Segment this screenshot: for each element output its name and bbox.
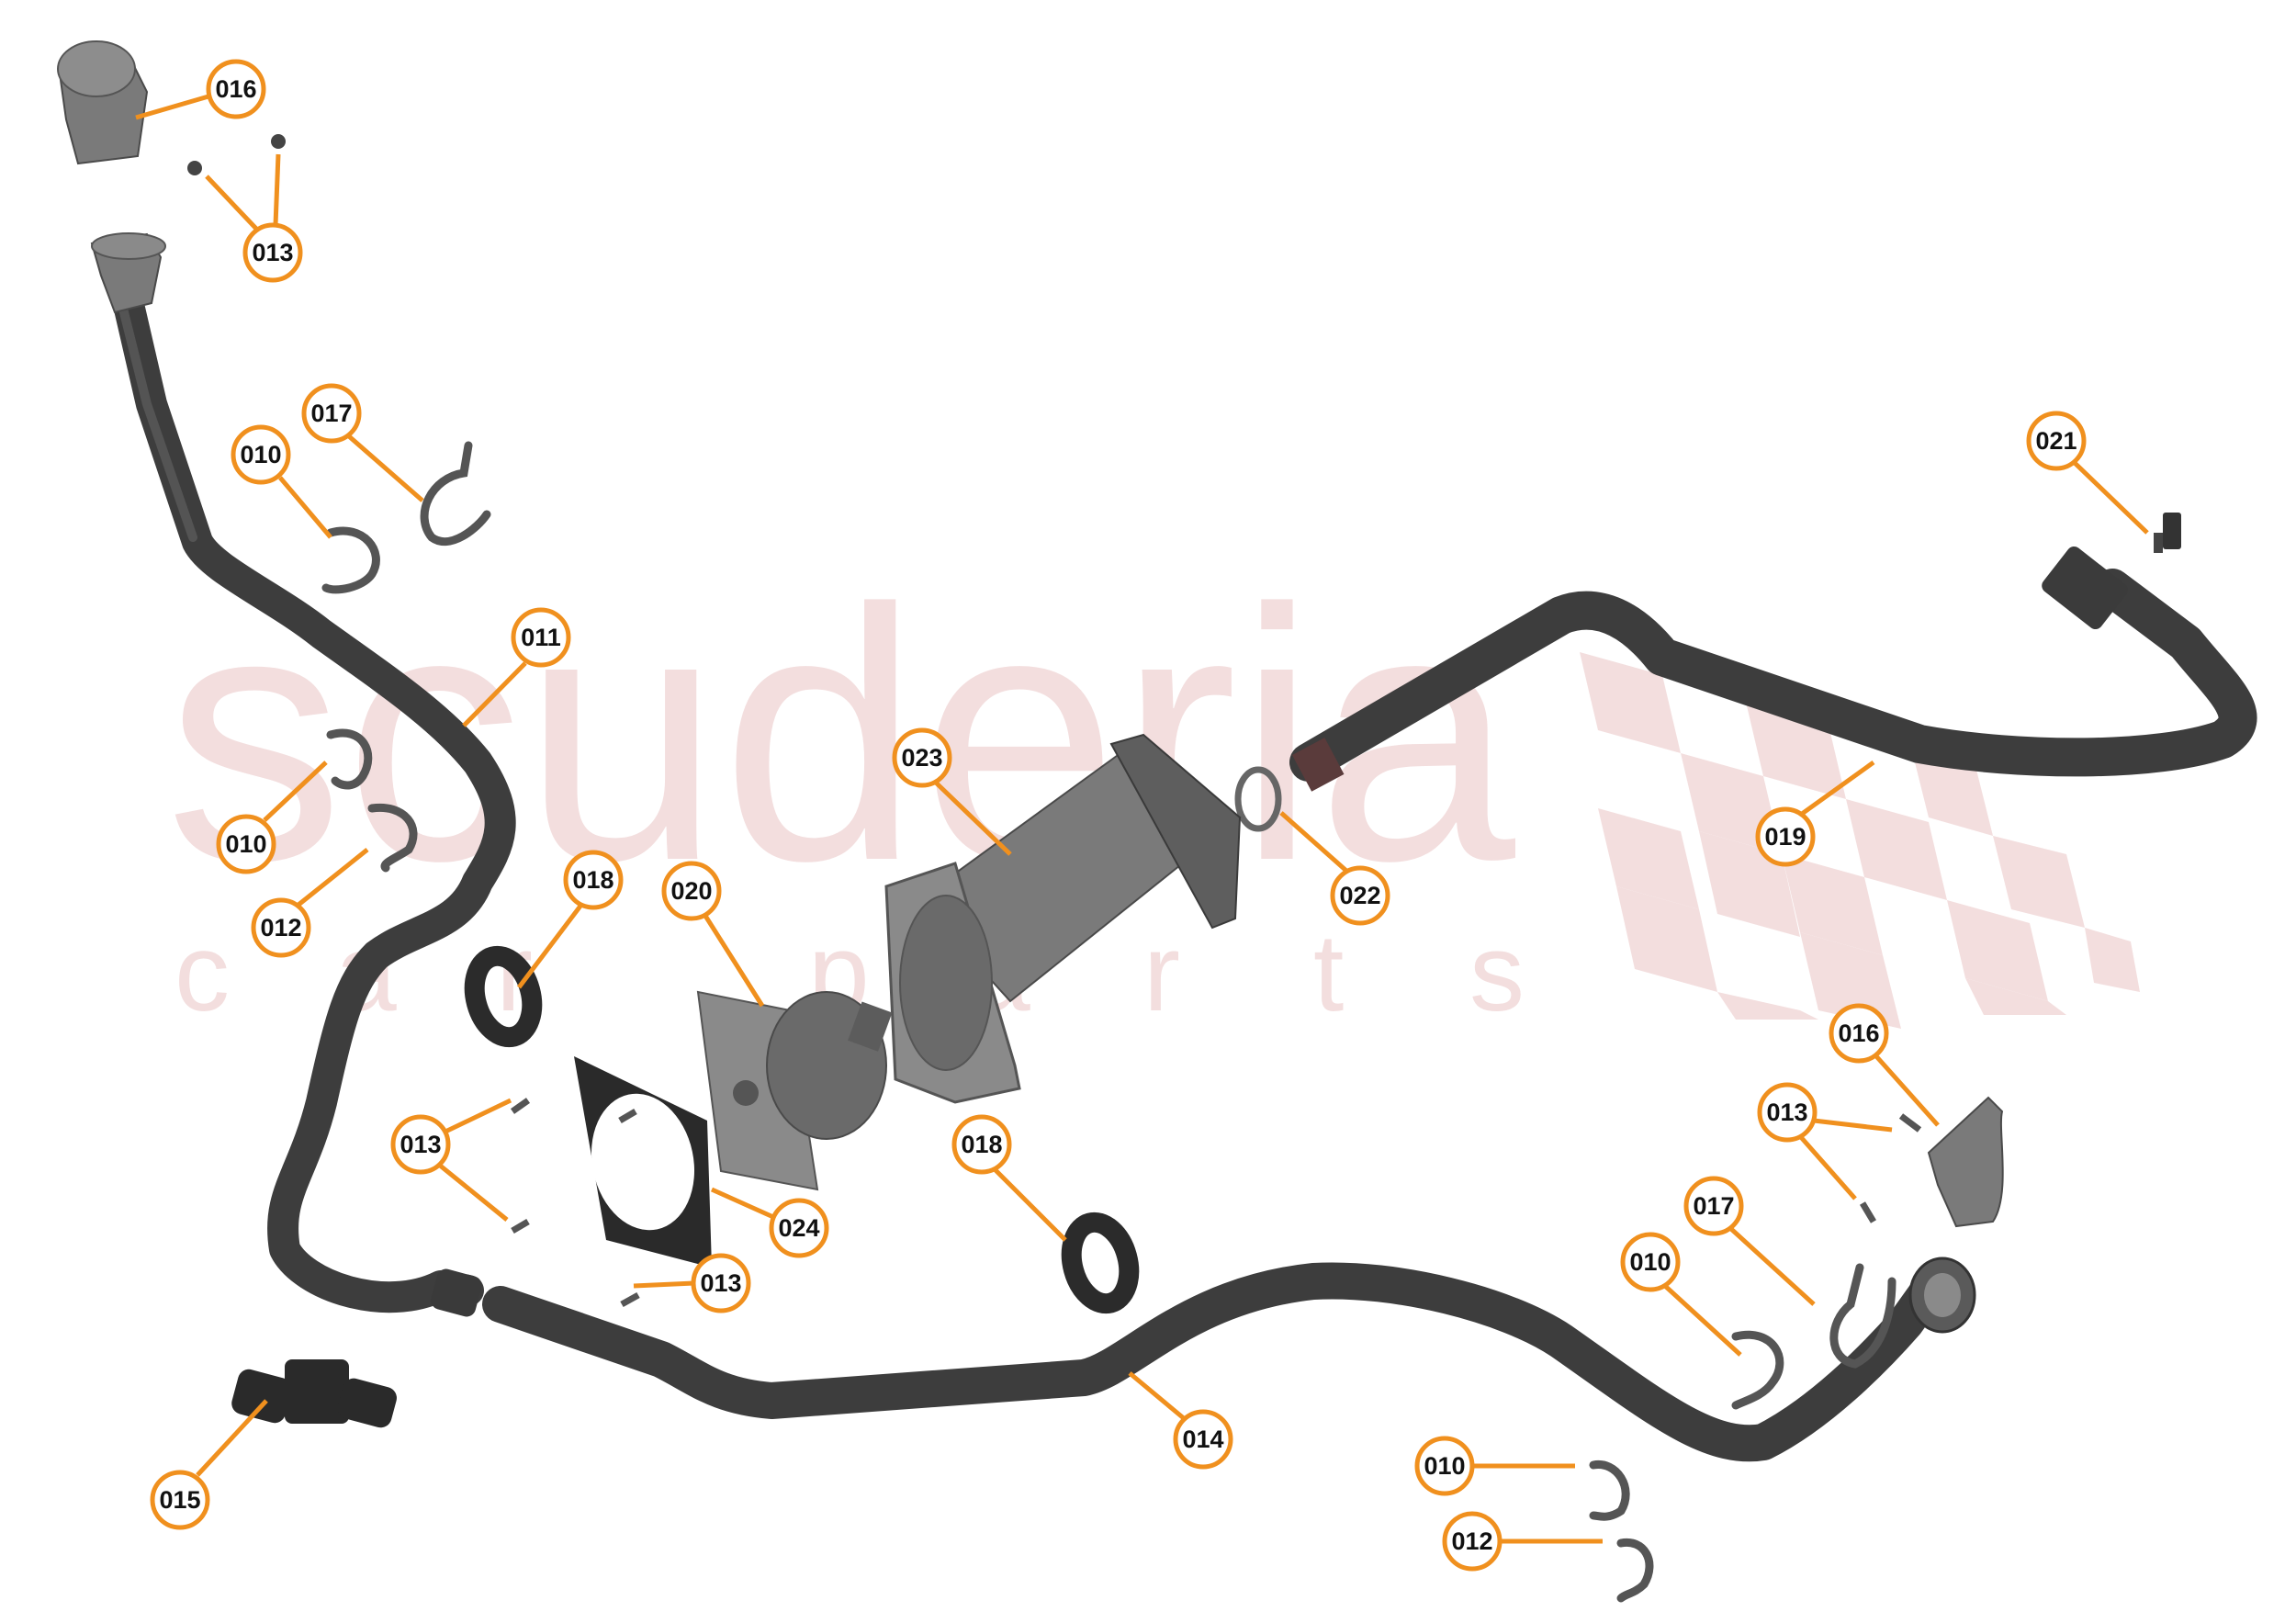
callout-023[interactable]: 023 bbox=[892, 727, 952, 788]
tube-023 bbox=[884, 733, 1242, 1104]
clip-012-icon bbox=[367, 803, 418, 873]
clip-010-icon bbox=[1731, 1330, 1784, 1410]
callout-013[interactable]: 013 bbox=[390, 1114, 451, 1175]
callout-020[interactable]: 020 bbox=[661, 861, 722, 921]
callout-016[interactable]: 016 bbox=[1829, 1003, 1889, 1064]
clip-010-icon bbox=[1589, 1460, 1630, 1521]
clamp-022-icon bbox=[1234, 766, 1282, 832]
svg-text:013: 013 bbox=[252, 239, 293, 266]
clip-012-icon bbox=[1616, 1538, 1654, 1603]
svg-text:010: 010 bbox=[240, 441, 281, 468]
callout-014[interactable]: 014 bbox=[1173, 1409, 1233, 1470]
svg-text:016: 016 bbox=[1838, 1020, 1879, 1047]
svg-text:020: 020 bbox=[670, 877, 712, 905]
callout-016[interactable]: 016 bbox=[206, 59, 266, 119]
svg-text:010: 010 bbox=[1424, 1452, 1465, 1480]
cap-016 bbox=[57, 40, 149, 165]
callout-013[interactable]: 013 bbox=[691, 1253, 751, 1313]
callout-015[interactable]: 015 bbox=[150, 1470, 210, 1530]
callout-017[interactable]: 017 bbox=[301, 383, 362, 444]
callout-012[interactable]: 012 bbox=[251, 897, 311, 958]
watermark-letter: t bbox=[1313, 911, 1344, 1034]
pump-020 bbox=[696, 990, 893, 1191]
callout-021[interactable]: 021 bbox=[2026, 411, 2087, 471]
svg-text:023: 023 bbox=[901, 744, 942, 772]
t-piece-015 bbox=[231, 1359, 397, 1428]
svg-text:011: 011 bbox=[521, 624, 561, 651]
callout-010[interactable]: 010 bbox=[216, 814, 276, 874]
svg-text:012: 012 bbox=[260, 914, 301, 941]
callout-012[interactable]: 012 bbox=[1442, 1511, 1503, 1572]
callout-017[interactable]: 017 bbox=[1683, 1176, 1744, 1236]
callout-013[interactable]: 013 bbox=[1757, 1082, 1818, 1143]
hose-019 bbox=[1289, 546, 2257, 792]
clip-017-icon bbox=[420, 441, 491, 547]
svg-text:012: 012 bbox=[1451, 1527, 1492, 1555]
watermark-letter: s bbox=[1469, 911, 1525, 1034]
watermark-letter: c bbox=[174, 911, 230, 1034]
watermark-brand: scuderia bbox=[165, 535, 1517, 935]
svg-text:014: 014 bbox=[1182, 1426, 1223, 1453]
svg-text:010: 010 bbox=[1629, 1248, 1671, 1276]
svg-text:013: 013 bbox=[700, 1269, 741, 1297]
hose-014 bbox=[482, 1257, 1976, 1462]
svg-text:016: 016 bbox=[215, 75, 256, 103]
callout-013[interactable]: 013 bbox=[242, 222, 303, 283]
callouts: 016 013 017 010 011 010 012 018 020 023 … bbox=[150, 59, 2087, 1572]
svg-text:022: 022 bbox=[1339, 882, 1380, 909]
watermark-letter: r bbox=[1143, 911, 1180, 1034]
svg-text:013: 013 bbox=[1766, 1099, 1807, 1126]
nut-icon bbox=[187, 161, 202, 175]
callout-018[interactable]: 018 bbox=[951, 1114, 1012, 1175]
callout-011[interactable]: 011 bbox=[511, 607, 571, 668]
nut-icon bbox=[271, 134, 286, 149]
svg-text:024: 024 bbox=[778, 1214, 819, 1242]
gasket-024 bbox=[574, 1056, 712, 1268]
svg-text:017: 017 bbox=[1693, 1192, 1734, 1220]
callout-018[interactable]: 018 bbox=[563, 850, 624, 910]
svg-text:018: 018 bbox=[572, 866, 613, 894]
svg-text:021: 021 bbox=[2035, 427, 2077, 455]
sensor-021 bbox=[2154, 513, 2181, 553]
clip-010-icon bbox=[321, 526, 380, 594]
callout-024[interactable]: 024 bbox=[769, 1198, 829, 1258]
svg-text:018: 018 bbox=[961, 1131, 1002, 1158]
seal-018 bbox=[464, 945, 1140, 1314]
svg-text:019: 019 bbox=[1764, 823, 1806, 851]
hose-011 bbox=[90, 232, 516, 1317]
svg-text:015: 015 bbox=[159, 1486, 200, 1514]
callout-019[interactable]: 019 bbox=[1755, 806, 1816, 867]
svg-text:013: 013 bbox=[400, 1131, 441, 1158]
callout-022[interactable]: 022 bbox=[1330, 865, 1390, 926]
svg-text:010: 010 bbox=[225, 830, 266, 858]
callout-010[interactable]: 010 bbox=[1414, 1436, 1475, 1496]
leader-lines bbox=[135, 94, 2149, 1544]
clip-017-icon bbox=[1829, 1263, 1896, 1369]
bolts-013 bbox=[510, 1098, 1922, 1308]
svg-text:017: 017 bbox=[310, 400, 352, 427]
clip-010-icon bbox=[326, 728, 373, 790]
callout-010[interactable]: 010 bbox=[1620, 1232, 1681, 1292]
elbow-016-icon bbox=[1927, 1096, 2004, 1228]
callout-010[interactable]: 010 bbox=[231, 424, 291, 485]
